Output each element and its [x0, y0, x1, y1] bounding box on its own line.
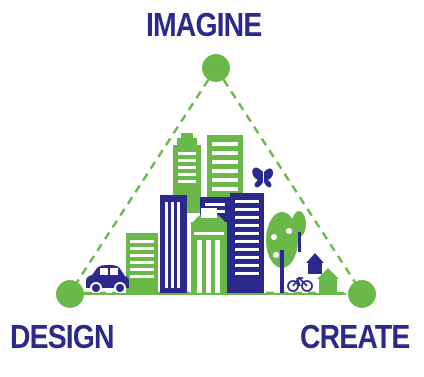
ground-line [84, 293, 346, 295]
city-skyline [126, 133, 264, 293]
vertex-create-circle [348, 280, 376, 308]
car-icon [86, 265, 129, 294]
create-label: CREATE [300, 318, 410, 355]
building-green-left-windows [130, 240, 154, 278]
edge-imagine-design [68, 67, 218, 294]
edge-imagine-create [214, 67, 364, 294]
house-green-icon [317, 268, 339, 293]
bicycle-icon [287, 276, 313, 292]
vertex-imagine-circle [202, 54, 230, 82]
house-navy-icon [306, 253, 324, 274]
building-green-right-windows [212, 142, 238, 191]
design-label: DESIGN [10, 318, 115, 355]
tree-small-icon [292, 211, 306, 252]
tree-tall-icon [266, 212, 298, 293]
building-navy-right-windows [235, 200, 259, 275]
building-green-tower-windows [178, 152, 196, 183]
imagine-label: IMAGINE [146, 6, 262, 43]
vertex-design-circle [56, 280, 84, 308]
butterfly-icon [252, 167, 274, 188]
building-dome-temple [191, 208, 227, 293]
building-navy-left-windows [165, 202, 180, 288]
